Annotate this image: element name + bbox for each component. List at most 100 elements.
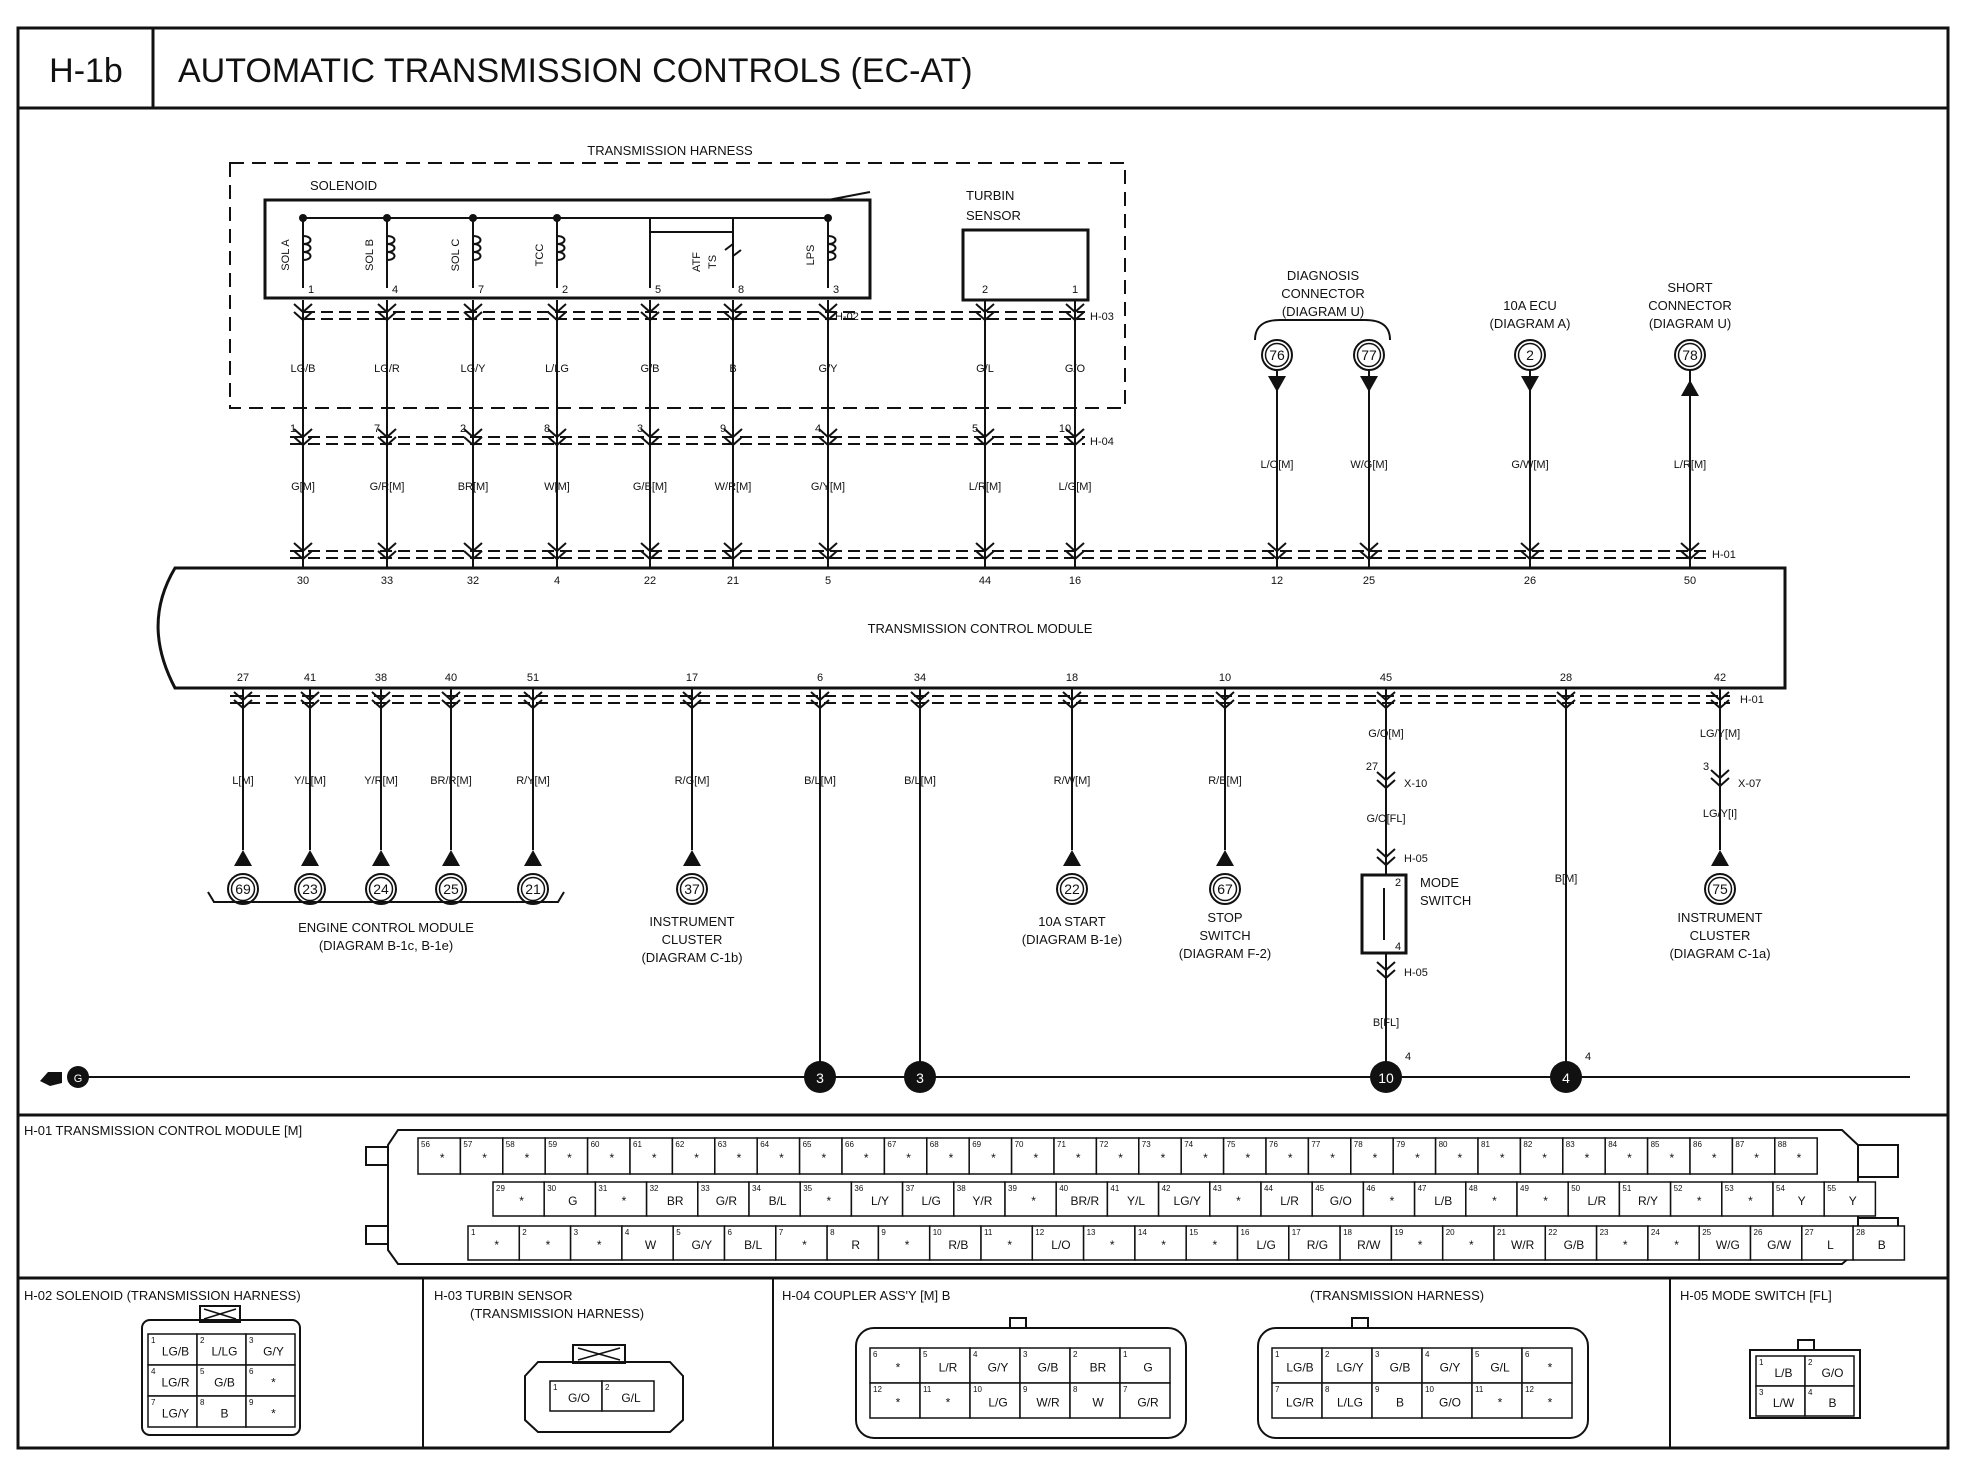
connector-pin-number: 75 bbox=[1227, 1140, 1236, 1149]
wire-color-label: G[M] bbox=[291, 481, 315, 493]
connector-chevron-icon bbox=[463, 428, 483, 447]
connector-pin-number: 79 bbox=[1396, 1140, 1405, 1149]
connector-cell bbox=[544, 1137, 589, 1175]
connector-pin-color: L/Y bbox=[871, 1194, 889, 1208]
wire-color-label: W/G[M] bbox=[1350, 459, 1387, 471]
arrow-down-icon bbox=[1360, 376, 1378, 392]
connector-cell bbox=[1421, 1347, 1473, 1384]
connector-chevron-icon bbox=[547, 428, 567, 447]
connector-pin-color: LG/R bbox=[1286, 1396, 1314, 1410]
connector-cell bbox=[969, 1382, 1021, 1419]
connector-cell bbox=[919, 1382, 971, 1419]
start-fuse-label: 10A START bbox=[1038, 914, 1105, 929]
h01-connector-body bbox=[387, 1129, 1859, 1265]
connector-cell bbox=[1801, 1225, 1854, 1261]
h04-panel-subtitle: (TRANSMISSION HARNESS) bbox=[1310, 1288, 1484, 1303]
connector-pin-number: 12 bbox=[1035, 1228, 1044, 1237]
connector-pin-number: 11 bbox=[984, 1228, 993, 1237]
tcm-pin-number: 51 bbox=[527, 672, 539, 684]
connector-cell bbox=[1604, 1137, 1649, 1175]
tcm-pin-number: 17 bbox=[686, 672, 698, 684]
connector-pin-number: 74 bbox=[1184, 1140, 1193, 1149]
harness-wire-color: LG/R bbox=[374, 363, 400, 375]
connector-pin-color: G/Y bbox=[692, 1238, 713, 1252]
connector-pin-color: * bbox=[440, 1151, 445, 1165]
h04-pin-number: 3 bbox=[637, 423, 643, 435]
connector-pin-color: * bbox=[1033, 1151, 1038, 1165]
harness-wire-color: G/O bbox=[1065, 363, 1086, 375]
connector-chevron-icon bbox=[1065, 428, 1085, 447]
connector-cell bbox=[869, 1347, 921, 1384]
connector-chevron-icon bbox=[1680, 542, 1700, 561]
connector-pin-number: 21 bbox=[1497, 1228, 1506, 1237]
tcm-pin-number: 26 bbox=[1524, 575, 1536, 587]
connector-cell bbox=[714, 1137, 758, 1175]
connector-cell bbox=[1749, 1225, 1803, 1261]
connector-pin-number: 12 bbox=[1525, 1385, 1534, 1394]
arrow-up-icon bbox=[1063, 850, 1081, 866]
connector-pin-color: * bbox=[1543, 1194, 1548, 1208]
connector-chevron-icon bbox=[377, 542, 397, 561]
connector-pin-color: * bbox=[864, 1151, 869, 1165]
connector-pin-number: 46 bbox=[1366, 1184, 1375, 1193]
connector-pin-number: 68 bbox=[930, 1140, 939, 1149]
connector-pin-color: * bbox=[1161, 1151, 1166, 1165]
tcm-pin-number: 28 bbox=[1560, 672, 1572, 684]
wire-color-label: L/R[M] bbox=[969, 481, 1001, 493]
connector-pin-number: 6 bbox=[1525, 1350, 1530, 1359]
connector-pin-color: * bbox=[519, 1194, 524, 1208]
connector-pin-color: * bbox=[1712, 1151, 1717, 1165]
connector-cell bbox=[1823, 1181, 1877, 1217]
connector-pin-number: 3 bbox=[1023, 1350, 1028, 1359]
tcm-pin-number: 10 bbox=[1219, 672, 1231, 684]
connector-cell bbox=[1689, 1137, 1734, 1175]
connector-pin-color: * bbox=[1627, 1151, 1632, 1165]
connector-pin-color: LG/B bbox=[162, 1345, 189, 1359]
connector-pin-number: 60 bbox=[591, 1140, 600, 1149]
connector-pin-color: G/Y bbox=[988, 1361, 1009, 1375]
ground-splice-icon bbox=[1550, 1061, 1582, 1093]
connector-pin-color: W bbox=[1092, 1396, 1104, 1410]
arrow-up-icon bbox=[1216, 850, 1234, 866]
wire-color-label: L/R[M] bbox=[1674, 459, 1706, 471]
connector-pin-number: 88 bbox=[1778, 1140, 1787, 1149]
connector-cell bbox=[1493, 1225, 1547, 1261]
connector-chevron-icon bbox=[1376, 771, 1396, 790]
connector-cell bbox=[1413, 1181, 1467, 1217]
connector-cell bbox=[1055, 1181, 1109, 1217]
diagram-ref-number: 78 bbox=[1682, 347, 1698, 363]
instrument-cluster-label: (DIAGRAM C-1a) bbox=[1669, 946, 1770, 961]
wire-color-label: B[FL] bbox=[1373, 1017, 1399, 1029]
connector-pin-color: G/L bbox=[1490, 1361, 1510, 1375]
ground-pin-number: 4 bbox=[1405, 1051, 1411, 1063]
connector-pin-color: * bbox=[1542, 1151, 1547, 1165]
arrow-up-icon bbox=[524, 850, 542, 866]
tcm-pin-number: 25 bbox=[1363, 575, 1375, 587]
connector-pin-color: B bbox=[1396, 1396, 1404, 1410]
connector-pin-color: Y bbox=[1798, 1194, 1806, 1208]
wire-color-label: L/O[M] bbox=[1260, 459, 1293, 471]
h01-connector-id: H-01 bbox=[1712, 549, 1736, 561]
connector-cell bbox=[1134, 1225, 1187, 1261]
connector-chevron-icon bbox=[377, 428, 397, 447]
connector-pin-color: * bbox=[482, 1151, 487, 1165]
connector-pin-number: 2 bbox=[605, 1383, 610, 1392]
connector-chevron-icon bbox=[975, 428, 995, 447]
connector-cell bbox=[1185, 1225, 1239, 1261]
wire-color-label: W[M] bbox=[544, 481, 570, 493]
arrow-up-icon bbox=[683, 850, 701, 866]
connector-pin-number: 28 bbox=[1856, 1228, 1865, 1237]
connector-cell bbox=[1222, 1137, 1267, 1175]
connector-pin-number: 8 bbox=[1073, 1385, 1078, 1394]
connector-chevron-icon bbox=[293, 428, 313, 447]
connector-pin-number: 3 bbox=[1375, 1350, 1380, 1359]
connector-pin-number: 85 bbox=[1651, 1140, 1660, 1149]
connector-chevron-icon bbox=[1520, 542, 1540, 561]
connector-pin-number: 45 bbox=[1315, 1184, 1324, 1193]
connector-cell bbox=[1669, 1181, 1723, 1217]
connector-cell bbox=[1774, 1137, 1818, 1175]
connector-pin-color: * bbox=[609, 1151, 614, 1165]
connector-pin-number: 27 bbox=[1805, 1228, 1814, 1237]
connector-cell bbox=[1804, 1385, 1855, 1417]
connector-chevron-icon bbox=[293, 542, 313, 561]
